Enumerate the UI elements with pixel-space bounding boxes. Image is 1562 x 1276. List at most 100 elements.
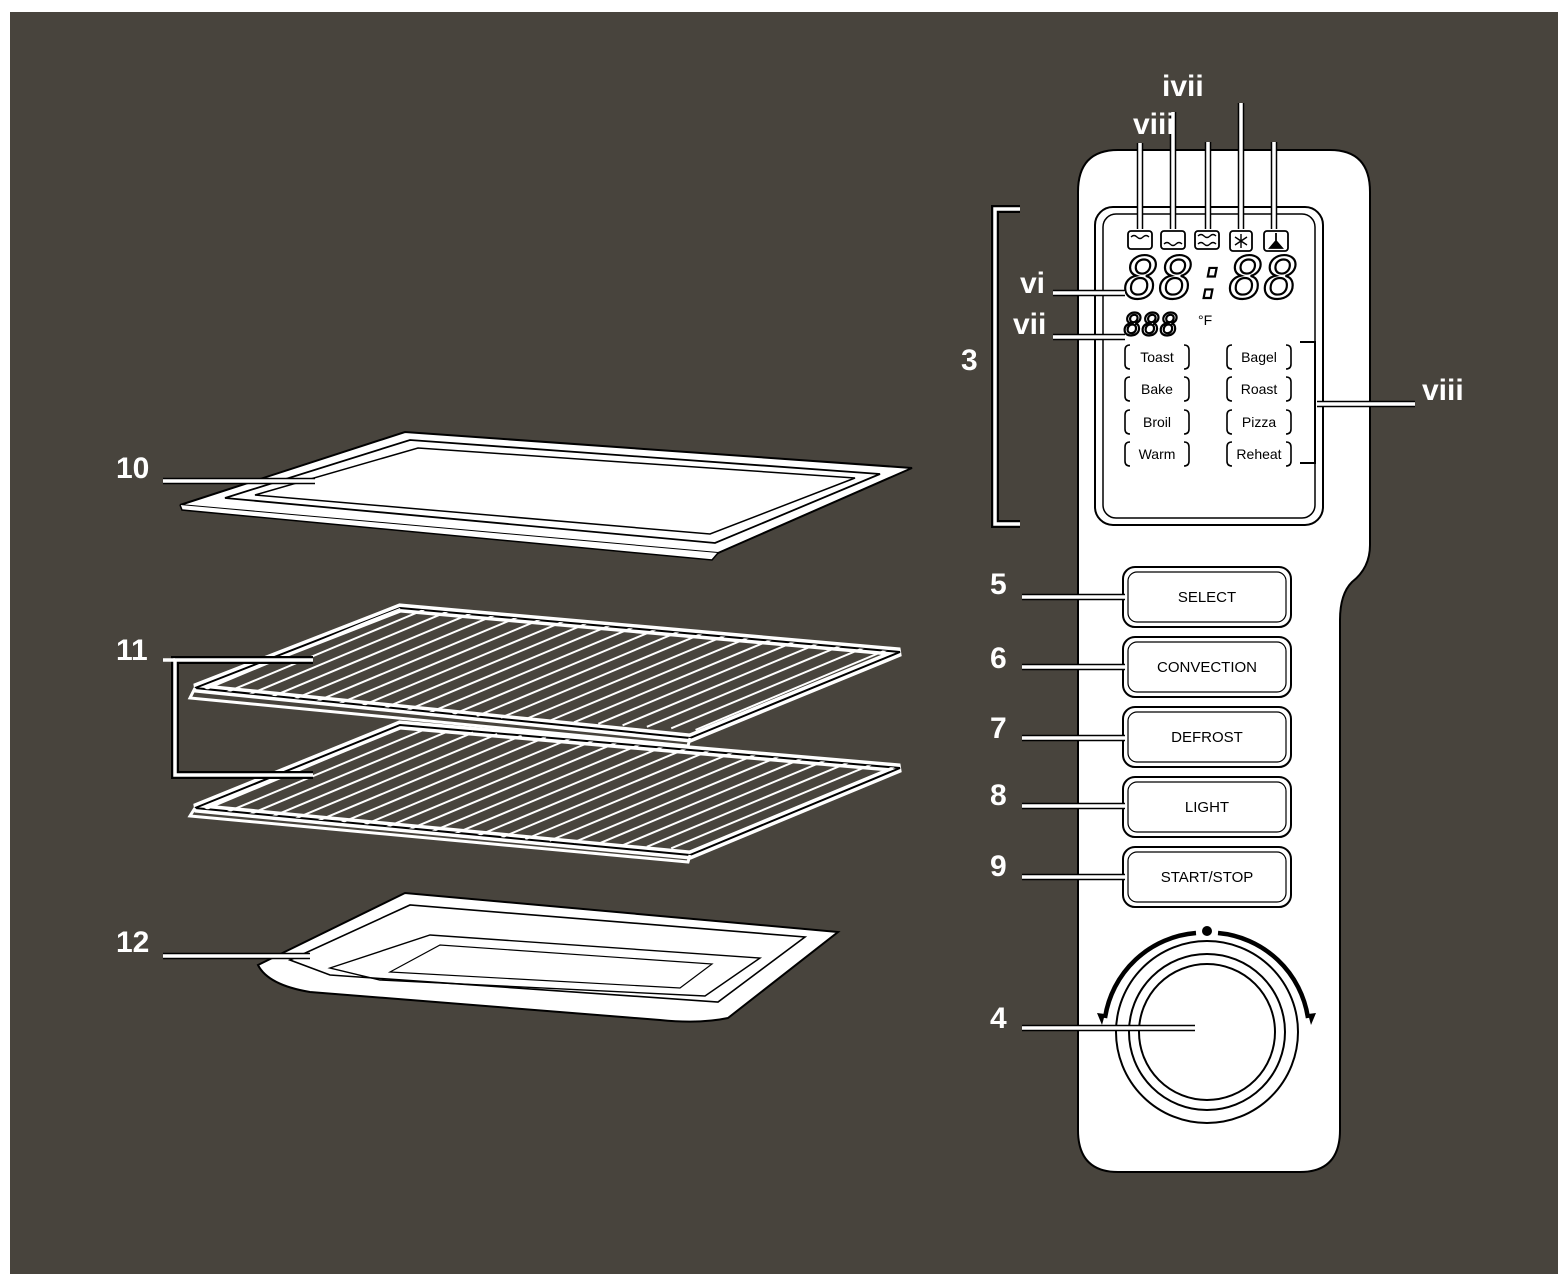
- callout-defrost: 7: [990, 712, 1007, 745]
- rack-wire: [427, 742, 644, 835]
- dial-plus-sign: +: [1298, 1034, 1313, 1064]
- display-group-bracket: [991, 205, 1020, 528]
- rack-wire: [379, 619, 595, 712]
- preset-toast-label: Toast: [1140, 349, 1174, 365]
- rack-wire: [476, 625, 693, 718]
- rack-wire: [500, 746, 717, 839]
- time-display: 88:88: [1124, 244, 1299, 312]
- preset-bake: Bake: [1124, 376, 1190, 402]
- bake-mode-icon: [1160, 230, 1186, 250]
- light-button-label: LIGHT: [1185, 799, 1229, 816]
- rack-wire: [500, 626, 717, 719]
- defrost-button[interactable]: DEFROST: [1122, 706, 1292, 768]
- convection-button-label: CONVECTION: [1157, 659, 1257, 676]
- rack-wire: [330, 736, 547, 829]
- rack-wire: [573, 751, 790, 844]
- callout-display-group: 3: [961, 344, 978, 377]
- rack-wire: [549, 629, 766, 722]
- rack-wire: [427, 622, 644, 715]
- racks-bracket: [163, 656, 313, 779]
- control-buttons: SELECT CONVECTION DEFROST LIGHT START/STOP: [1122, 566, 1292, 908]
- rack-wire: [597, 632, 814, 725]
- start-stop-button-label: START/STOP: [1161, 869, 1254, 886]
- callout-time-display: vi: [1020, 267, 1045, 300]
- rack-wire: [403, 620, 620, 713]
- rack-wire: [646, 755, 863, 848]
- rack-wire: [573, 631, 790, 724]
- preset-pizza-label: Pizza: [1242, 414, 1276, 430]
- toast-mode-icon: [1127, 230, 1153, 250]
- temperature-display: 888: [1124, 308, 1178, 343]
- light-button[interactable]: LIGHT: [1122, 776, 1292, 838]
- rack-wire: [306, 734, 522, 827]
- rack-wire: [670, 637, 887, 730]
- callout-pan: 10: [116, 452, 149, 485]
- preset-roast: Roast: [1226, 376, 1292, 402]
- preset-bake-label: Bake: [1141, 381, 1173, 397]
- callout-racks: 11: [116, 634, 148, 667]
- rack-wire: [330, 616, 547, 709]
- convection-button[interactable]: CONVECTION: [1122, 636, 1292, 698]
- rack-wire: [281, 613, 498, 705]
- rack-wire: [524, 628, 741, 721]
- rack-wire: [452, 743, 668, 836]
- preset-roast-label: Roast: [1241, 381, 1278, 397]
- callout-temp-display: vii: [1013, 308, 1046, 341]
- dial-plus-arrow: [1217, 930, 1311, 1019]
- rack-wire: [646, 635, 863, 728]
- preset-pizza: Pizza: [1226, 409, 1292, 435]
- rack-wire: [354, 737, 571, 830]
- leader-lines: [163, 289, 1415, 1032]
- select-button-label: SELECT: [1178, 589, 1236, 606]
- callout-start-stop: 9: [990, 850, 1007, 883]
- callout-top-a: ivii: [1162, 70, 1204, 103]
- rack-wire: [208, 728, 425, 821]
- rack-wire: [597, 752, 814, 845]
- rack-wire: [695, 638, 900, 731]
- defrost-button-label: DEFROST: [1171, 729, 1243, 746]
- callout-light: 8: [990, 779, 1007, 812]
- preset-toast: Toast: [1124, 344, 1190, 370]
- rack-wire: [195, 608, 401, 699]
- callout-convection: 6: [990, 642, 1007, 675]
- rack-wire: [403, 740, 620, 833]
- baking-pan: [179, 430, 913, 561]
- convection-fan-icon: [1263, 230, 1289, 252]
- rack-wire: [257, 731, 474, 824]
- temperature-time-dial[interactable]: [1097, 926, 1316, 1124]
- callout-top-b: viii: [1133, 108, 1175, 141]
- dial-minus-arrow: [1102, 930, 1197, 1019]
- rack-wire: [379, 739, 595, 832]
- rack-wire: [549, 749, 766, 842]
- callout-preset-group: viii: [1422, 374, 1464, 407]
- preset-bagel-label: Bagel: [1241, 349, 1277, 365]
- rack-wire: [281, 733, 498, 825]
- rack-wire: [695, 758, 900, 851]
- select-button[interactable]: SELECT: [1122, 566, 1292, 628]
- temperature-unit: °F: [1198, 312, 1212, 328]
- dial-indicator-dot: [1202, 926, 1212, 936]
- rack-wire: [622, 754, 838, 847]
- defrost-mode-icon: [1229, 230, 1253, 252]
- rack-wire: [208, 608, 425, 701]
- rack-wire: [233, 730, 450, 822]
- preset-broil-label: Broil: [1143, 414, 1171, 430]
- preset-reheat-label: Reheat: [1236, 446, 1281, 462]
- preset-warm: Warm: [1124, 441, 1190, 467]
- rack-wire: [257, 611, 474, 704]
- callout-labels: ivii viii vi vii 3 viii 10 11 12 5 6 7 8…: [116, 70, 1464, 1064]
- start-stop-button[interactable]: START/STOP: [1122, 846, 1292, 908]
- dial-minus-sign: –: [1094, 1032, 1108, 1062]
- rack-wire: [524, 748, 741, 841]
- callout-tray: 12: [116, 926, 149, 959]
- preset-broil: Broil: [1124, 409, 1190, 435]
- preset-reheat: Reheat: [1226, 441, 1292, 467]
- rack-wire: [354, 617, 571, 710]
- broil-mode-icon: [1194, 230, 1220, 250]
- crumb-tray: [256, 891, 841, 1023]
- icon-leader-lines: [1136, 103, 1278, 229]
